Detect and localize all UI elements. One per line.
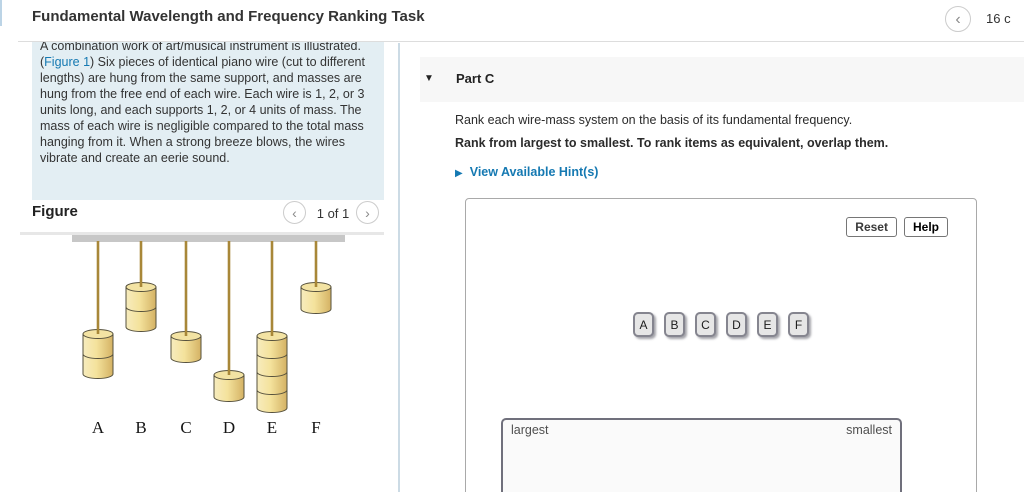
- mass-divider: [125, 306, 157, 312]
- figure-label-C: C: [180, 418, 191, 437]
- figure-1-link[interactable]: Figure 1: [44, 55, 91, 69]
- problem-statement-box: A combination work of art/musical instru…: [32, 42, 384, 200]
- rank-instruction: Rank each wire-mass system on the basis …: [455, 113, 853, 127]
- rank-instruction-bold: Rank from largest to smallest. To rank i…: [455, 136, 889, 150]
- ranking-toolbar: Reset Help: [846, 217, 948, 237]
- rank-chip-E[interactable]: E: [757, 312, 778, 337]
- rank-chip-A[interactable]: A: [633, 312, 654, 337]
- mass-stack-F: [300, 286, 332, 314]
- part-title: Part C: [456, 71, 495, 86]
- figure-label-A: A: [92, 418, 105, 437]
- figure-label-D: D: [223, 418, 235, 437]
- figure-page-counter: 1 of 1: [316, 206, 350, 221]
- problem-text: A combination work of art/musical instru…: [40, 42, 376, 166]
- mass-divider: [256, 389, 288, 395]
- figure-label-B: B: [135, 418, 146, 437]
- wire-mass-system-F: F: [300, 241, 332, 437]
- figure-top-rule: [20, 232, 384, 235]
- hint-row[interactable]: ▶ View Available Hint(s): [455, 165, 598, 179]
- rank-chip-F[interactable]: F: [788, 312, 809, 337]
- mass-stack-E: [256, 335, 288, 413]
- left-edge-accent: [0, 0, 2, 26]
- mass-stack-D: [213, 374, 245, 402]
- mass-divider: [256, 371, 288, 377]
- figure-label-E: E: [267, 418, 277, 437]
- view-hints-link[interactable]: View Available Hint(s): [469, 165, 599, 179]
- rank-chip-B[interactable]: B: [664, 312, 685, 337]
- wire-mass-system-C: C: [170, 241, 202, 437]
- ranking-drop-zone[interactable]: largest smallest: [501, 418, 902, 492]
- mass-stack-C: [170, 335, 202, 363]
- problem-text-before: A combination work of art/musical instru…: [40, 42, 361, 69]
- rank-chip-D[interactable]: D: [726, 312, 747, 337]
- figure-prev-button[interactable]: ‹: [283, 201, 306, 224]
- smallest-label: smallest: [846, 423, 892, 437]
- mass-stack-B: [125, 286, 157, 332]
- wire-mass-system-A: A: [82, 241, 114, 437]
- help-button[interactable]: Help: [903, 217, 948, 237]
- wire-mass-system-D: D: [213, 241, 245, 437]
- figure-heading: Figure: [32, 203, 78, 220]
- problem-text-after: ) Six pieces of identical piano wire (cu…: [40, 55, 365, 165]
- rank-chip-C[interactable]: C: [695, 312, 716, 337]
- chevron-left-icon: ‹: [955, 10, 961, 28]
- chevron-right-icon: ›: [365, 204, 370, 221]
- wire-mass-system-B: B: [125, 241, 157, 437]
- largest-label: largest: [511, 423, 549, 437]
- mass-divider: [82, 353, 114, 359]
- previous-item-button[interactable]: ‹: [945, 6, 971, 32]
- header-divider: [18, 41, 1024, 42]
- figure-next-button[interactable]: ›: [356, 201, 379, 224]
- figure-label-F: F: [311, 418, 320, 437]
- wire-mass-system-E: E: [256, 241, 288, 437]
- support-bar: [72, 235, 345, 242]
- part-c-header[interactable]: ▼ Part C: [420, 57, 1024, 102]
- mass-stack-A: [82, 333, 114, 379]
- wire-mass-figure: A B C D E F: [72, 235, 345, 437]
- panel-divider: [398, 43, 400, 492]
- hint-expand-icon: ▶: [455, 168, 463, 179]
- chevron-left-icon: ‹: [292, 204, 297, 221]
- mass-divider: [256, 353, 288, 359]
- page-title: Fundamental Wavelength and Frequency Ran…: [32, 8, 425, 25]
- reset-button[interactable]: Reset: [846, 217, 897, 237]
- collapse-triangle-icon[interactable]: ▼: [424, 73, 434, 84]
- item-counter: 16 c: [986, 11, 1011, 26]
